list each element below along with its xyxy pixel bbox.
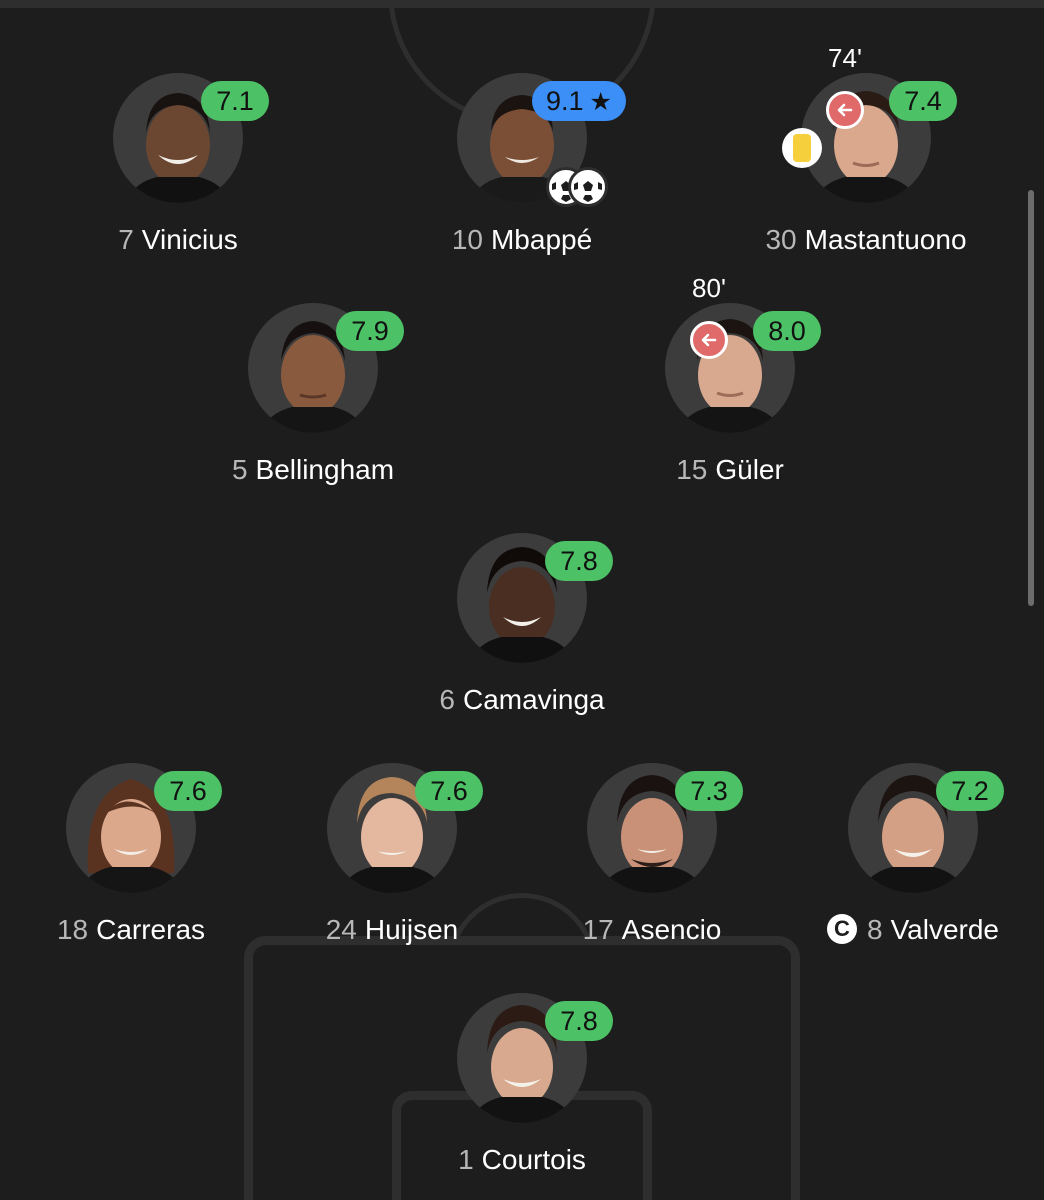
shirt-number: 24 (325, 914, 357, 945)
player-rating-badge: 7.8 (545, 1001, 613, 1041)
captain-badge-icon: C (826, 914, 857, 944)
shirt-number: 5 (231, 454, 248, 485)
player-portrait-icon (469, 547, 575, 663)
player-name: Bellingham (255, 454, 395, 485)
arrow-left-icon (826, 91, 864, 129)
rating-value: 7.2 (951, 776, 989, 806)
shirt-number: 8 (866, 914, 883, 945)
rating-value: 7.6 (169, 776, 207, 806)
player-name: Courtois (481, 1144, 586, 1175)
player-portrait-icon (599, 775, 705, 893)
shirt-number: 15 (676, 454, 708, 485)
rating-value: 7.1 (216, 86, 254, 116)
shirt-number: 6 (439, 684, 455, 715)
player-name: Carreras (96, 914, 206, 945)
arrow-left-icon (690, 321, 728, 359)
shirt-number: 18 (56, 914, 89, 945)
shirt-number: 7 (118, 224, 134, 255)
rating-value: 8.0 (768, 316, 806, 346)
rating-value: 7.8 (560, 1006, 598, 1036)
rating-value: 7.8 (560, 546, 598, 576)
player-rating-badge: 7.9 (336, 311, 404, 351)
player-name: Asencio (621, 914, 722, 945)
player-portrait-icon (125, 93, 231, 203)
player-name: Mbappé (490, 224, 593, 255)
player-rating-badge: 7.3 (675, 771, 743, 811)
player-name: Mastantuono (804, 224, 967, 255)
player-portrait-icon (78, 779, 184, 893)
shirt-number: 17 (582, 914, 614, 945)
player-rating-badge: 7.4 (889, 81, 957, 121)
rating-value: 7.6 (430, 776, 468, 806)
player-portrait-icon (339, 777, 445, 893)
shirt-number: 10 (451, 224, 483, 255)
rating-value: 7.9 (351, 316, 389, 346)
player-photo (587, 763, 717, 893)
shirt-number: 30 (765, 224, 797, 255)
star-icon: ★ (589, 88, 612, 116)
football-icon (568, 167, 608, 207)
shirt-number: 1 (458, 1144, 474, 1175)
player-photo (457, 993, 587, 1123)
player-rating-badge: 7.1 (201, 81, 269, 121)
scrollbar[interactable] (1028, 190, 1034, 606)
substitution-minute: 74' (828, 43, 862, 73)
rating-value: 7.3 (690, 776, 728, 806)
player-rating-badge: 7.8 (545, 541, 613, 581)
player-name: Valverde (890, 914, 999, 945)
player-rating-badge: 7.6 (415, 771, 483, 811)
yellow-card-icon (782, 128, 822, 168)
substitution-minute: 80' (692, 273, 726, 303)
player-portrait-icon (469, 1005, 575, 1123)
player-rating-badge: 8.0 (753, 311, 821, 351)
player-rating-badge: 7.2 (936, 771, 1004, 811)
player-name: Vinicius (141, 224, 238, 255)
player-portrait-icon (860, 775, 966, 893)
goals-indicator (546, 167, 608, 207)
player-rating-badge: 9.1★ (532, 81, 626, 121)
rating-value: 7.4 (904, 86, 942, 116)
player-photo (327, 763, 457, 893)
player-rating-badge: 7.6 (154, 771, 222, 811)
player-photo (66, 763, 196, 893)
player-name: Camavinga (462, 684, 605, 715)
rating-value: 9.1 (546, 86, 584, 116)
player-name: Güler (715, 454, 784, 485)
player-name: Huijsen (364, 914, 459, 945)
player-photo (848, 763, 978, 893)
player-portrait-icon (260, 321, 366, 433)
